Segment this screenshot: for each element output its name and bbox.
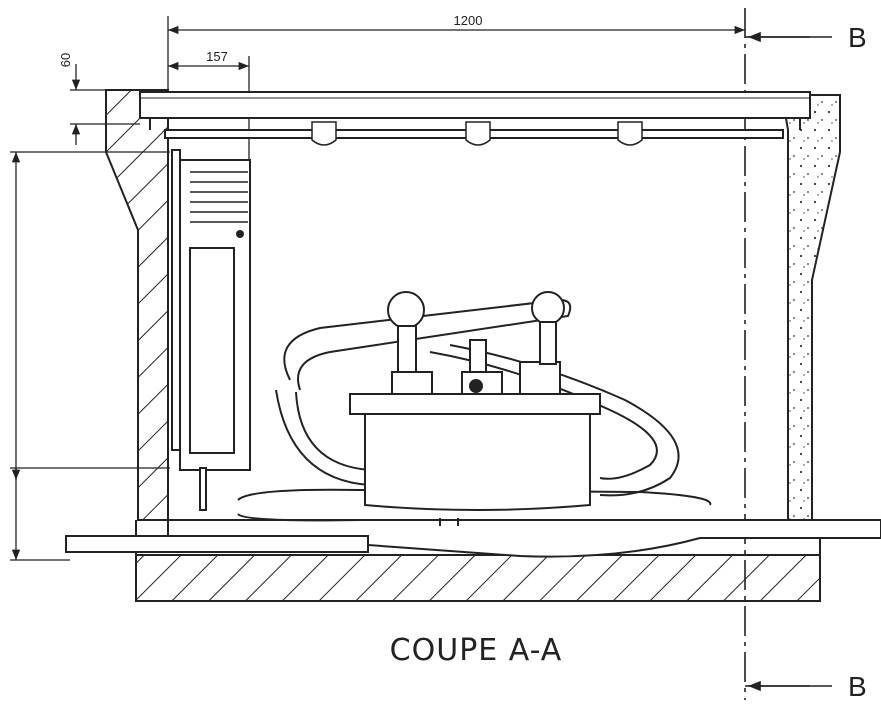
dimension-labels: 1200 157 60 xyxy=(58,13,482,67)
section-marker-bottom: B xyxy=(848,671,867,702)
right-wall xyxy=(780,94,841,521)
section-marker-top: B xyxy=(848,22,867,53)
dimension-60-label: 60 xyxy=(58,53,73,67)
dimension-1200-label: 1200 xyxy=(454,13,483,28)
floor-slab xyxy=(135,520,821,602)
section-caption: COUPE A-A xyxy=(390,633,563,668)
left-wall xyxy=(105,89,169,521)
pump-unit xyxy=(349,291,601,511)
cover-brackets xyxy=(311,121,643,146)
dimension-157-label: 157 xyxy=(206,49,228,64)
base-pipe xyxy=(65,518,881,558)
control-cabinet xyxy=(171,149,251,511)
